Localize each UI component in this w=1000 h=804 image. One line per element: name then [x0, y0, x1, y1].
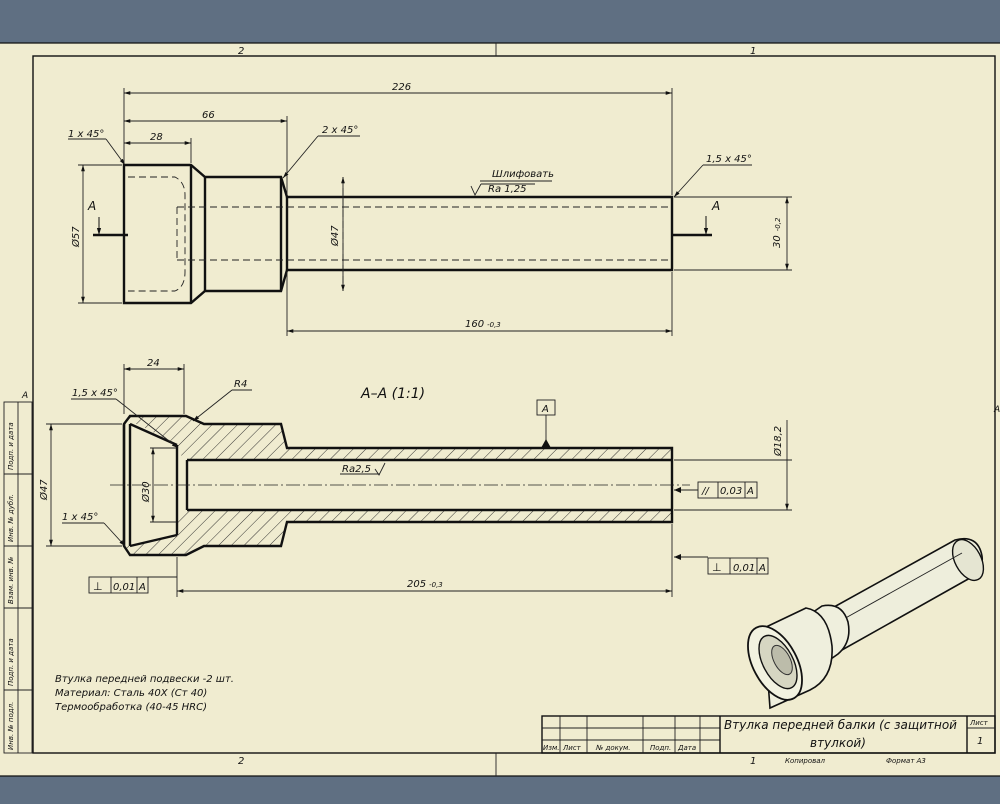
- svg-text:Лист: Лист: [562, 744, 582, 752]
- radius-label: R4: [234, 379, 247, 390]
- grind-note: Шлифовать: [492, 169, 554, 180]
- dia-30: Ø30: [140, 481, 152, 503]
- zone-bottom-left: 2: [238, 756, 244, 767]
- paper: [0, 43, 1000, 776]
- svg-text:Термообработка (40-45 HRC): Термообработка (40-45 HRC): [55, 701, 207, 713]
- inner-frame: [32, 55, 996, 754]
- dim-24: 24: [147, 358, 160, 369]
- dia-18-2: Ø18,2: [772, 426, 784, 457]
- zone-bottom-right: 1: [750, 756, 756, 767]
- section-view: A–A (1:1) 24 R4 1,5 x 45° 1 x 45°: [38, 358, 792, 597]
- fcf-parallel: // 0,03 A: [697, 481, 758, 499]
- zone-top-right: 1: [750, 46, 756, 57]
- chamfer-left-label: 1 x 45°: [68, 129, 104, 140]
- section-mark-right: A: [711, 199, 720, 213]
- dim-226: 226: [392, 82, 411, 93]
- svg-text:Подп.: Подп.: [650, 744, 671, 752]
- svg-text:A: A: [758, 563, 766, 574]
- title-block: Изм. Лист № докум. Подп. Дата Втулка пер…: [541, 715, 996, 765]
- technical-notes: Втулка передней подвески -2 шт. Материал…: [55, 674, 234, 713]
- dim-205: 205-0,3: [407, 579, 443, 590]
- svg-text:Дата: Дата: [677, 744, 696, 752]
- section-title: A–A (1:1): [360, 386, 425, 402]
- zone-top-left: 2: [238, 46, 244, 57]
- svg-text:Втулка передней подвески -2 шт: Втулка передней подвески -2 шт.: [55, 674, 234, 685]
- fcf-perp-right: ⊥ 0,01 A: [707, 557, 769, 575]
- chamfer-top-label: 1,5 x 45°: [72, 388, 118, 399]
- svg-text:Материал: Сталь 40Х (Ст 40): Материал: Сталь 40Х (Ст 40): [55, 688, 207, 699]
- svg-text:Подп. и дата: Подп. и дата: [7, 422, 15, 470]
- chamfer-mid-label: 2 x 45°: [322, 125, 358, 136]
- dim-28: 28: [150, 132, 163, 143]
- svg-text:Взам. инв. №: Взам. инв. №: [7, 556, 15, 604]
- svg-text:Подп. и дата: Подп. и дата: [7, 638, 15, 686]
- svg-text:⊥: ⊥: [93, 580, 103, 593]
- svg-text:0,01: 0,01: [113, 582, 135, 593]
- svg-text:№ докум.: № докум.: [595, 744, 631, 752]
- fcf-perp-left: ⊥ 0,01 A: [88, 576, 149, 594]
- dia-47-front: Ø47: [329, 225, 341, 247]
- dia-47-section: Ø47: [38, 479, 50, 501]
- chamfer-bottom-label: 1 x 45°: [62, 512, 98, 523]
- sheet-label: Лист: [969, 719, 989, 727]
- dim-66: 66: [202, 110, 215, 121]
- zone-left: A: [21, 391, 28, 401]
- dim-160: 160-0,3: [465, 319, 501, 330]
- front-view: A A 226 66 28 1 x 45° 2 x 45° 1,5 x 45° …: [68, 82, 792, 336]
- sheet-number: 1: [977, 736, 983, 747]
- svg-text:A: A: [138, 582, 146, 593]
- roughness-section: Ra2,5: [342, 464, 371, 475]
- dim-30: 30-0,2: [772, 217, 783, 248]
- chamfer-right-label: 1,5 x 45°: [706, 154, 752, 165]
- svg-text:Инв. № подл.: Инв. № подл.: [7, 702, 15, 750]
- svg-text:Изм.: Изм.: [543, 744, 559, 752]
- roughness-front: Ra 1,25: [488, 184, 527, 195]
- side-stamp: Подп. и дата Инв. № дубл. Взам. инв. № П…: [3, 401, 33, 754]
- format-label: Формат А3: [886, 757, 926, 765]
- section-mark-left: A: [87, 199, 96, 213]
- copied-label: Копировал: [785, 757, 826, 765]
- svg-text:⊥: ⊥: [712, 561, 722, 574]
- svg-text:0,01: 0,01: [733, 563, 755, 574]
- isometric-view: [747, 537, 985, 710]
- svg-text:A: A: [746, 486, 754, 497]
- svg-text://: //: [701, 486, 710, 497]
- datum-label: A: [541, 404, 549, 415]
- dia-57: Ø57: [70, 226, 82, 248]
- svg-text:0,03: 0,03: [720, 486, 742, 497]
- svg-text:Инв. № дубл.: Инв. № дубл.: [7, 494, 15, 542]
- zone-right: A: [993, 405, 1000, 415]
